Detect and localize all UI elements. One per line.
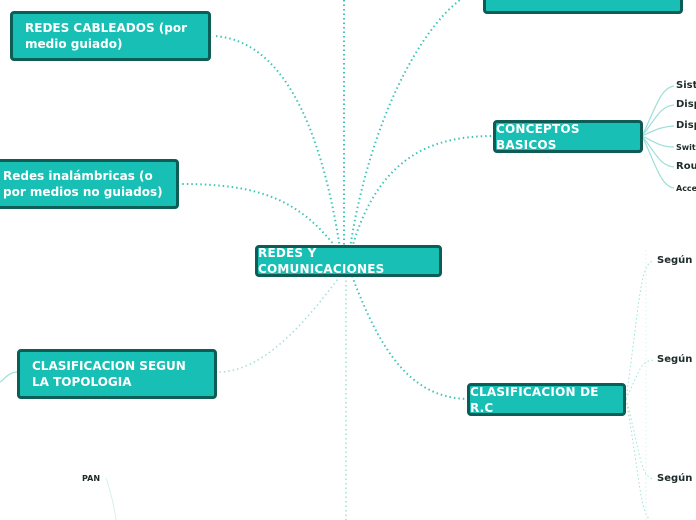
branch-label-topology: CLASIFICACION SEGUN LA TOPOLOGIA (32, 359, 186, 389)
branch-node-topology[interactable]: CLASIFICACION SEGUN LA TOPOLOGIA (17, 349, 217, 399)
branch-node-basics[interactable]: CONCEPTOS BASICOS (493, 120, 643, 153)
link-basics-6 (641, 135, 675, 189)
link-basics (351, 135, 495, 249)
link-classification (351, 275, 469, 400)
basics-item[interactable]: Rou (676, 161, 696, 172)
link-topology-left (0, 371, 19, 383)
topology-item-pan[interactable]: PAN (82, 474, 101, 483)
basics-item[interactable]: Disp (676, 120, 696, 131)
central-label: REDES Y COMUNICACIONES (258, 246, 385, 276)
central-node[interactable]: REDES Y COMUNICACIONES (255, 245, 442, 277)
link-top-right (349, 0, 461, 249)
link-class-3 (625, 398, 655, 480)
branch-label-wireless: Redes inalámbricas (o por medios no guia… (3, 169, 163, 199)
basics-item[interactable]: Siste (676, 80, 696, 91)
branch-label-wired: REDES CABLEADOS (por medio guiado) (25, 21, 188, 51)
link-basics-4 (641, 135, 675, 148)
link-class-1 (625, 260, 655, 400)
basics-item[interactable]: Acce (676, 184, 696, 193)
link-topology (217, 275, 341, 373)
link-class-2 (625, 359, 655, 400)
branch-label-classification: CLASIFICACION DE R.C (470, 384, 599, 415)
branch-node-top-right[interactable] (483, 0, 683, 14)
branch-node-classification[interactable]: CLASIFICACION DE R.C (467, 383, 626, 416)
classification-item[interactable]: Según la (657, 473, 696, 484)
classification-item[interactable]: Según m (657, 255, 696, 266)
link-class-4 (625, 398, 651, 520)
branch-node-wireless[interactable]: Redes inalámbricas (o por medios no guia… (0, 159, 179, 209)
basics-item[interactable]: Swit (676, 143, 696, 152)
branch-node-wired[interactable]: REDES CABLEADOS (por medio guiado) (10, 11, 211, 61)
classification-item[interactable]: Según e (657, 354, 696, 365)
link-wireless (181, 183, 339, 251)
link-basics-1 (641, 85, 675, 137)
basics-item[interactable]: Disp (676, 99, 696, 110)
branch-label-basics: CONCEPTOS BASICOS (496, 121, 580, 152)
link-basics-2 (641, 104, 675, 137)
link-pan (105, 477, 117, 520)
link-basics-3 (641, 125, 675, 137)
link-basics-5 (641, 135, 675, 168)
link-wired (213, 35, 341, 249)
